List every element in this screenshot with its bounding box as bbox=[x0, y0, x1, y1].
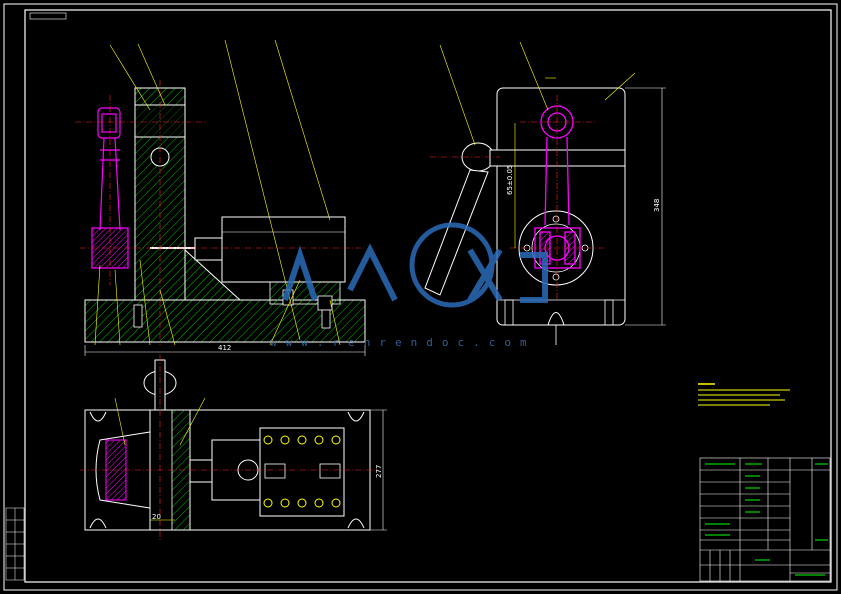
handle bbox=[424, 142, 626, 296]
watermark-url: www.renrendoc.com bbox=[270, 336, 536, 349]
inner-frame bbox=[24, 9, 832, 583]
title-block bbox=[699, 457, 831, 582]
dim-side-height: 348 bbox=[653, 199, 661, 212]
cylinder-body bbox=[221, 216, 346, 283]
front-view: 412 bbox=[75, 39, 366, 356]
dim-small: 20 bbox=[152, 513, 161, 521]
watermark: www.renrendoc.com bbox=[270, 222, 548, 349]
drawing-number-box bbox=[29, 12, 67, 20]
plan-view: 277 20 bbox=[80, 355, 387, 540]
left-margin-strip bbox=[5, 507, 25, 581]
dim-plan-width: 277 bbox=[375, 465, 383, 478]
side-plate bbox=[496, 87, 626, 326]
side-view: 348 65±0.05 bbox=[424, 41, 666, 345]
dim-front-width: 412 bbox=[218, 344, 231, 352]
dim-center-distance: 65±0.05 bbox=[506, 165, 514, 195]
outer-frame bbox=[3, 3, 838, 591]
technical-notes bbox=[698, 383, 790, 406]
title-block-fill-marks bbox=[705, 463, 828, 576]
